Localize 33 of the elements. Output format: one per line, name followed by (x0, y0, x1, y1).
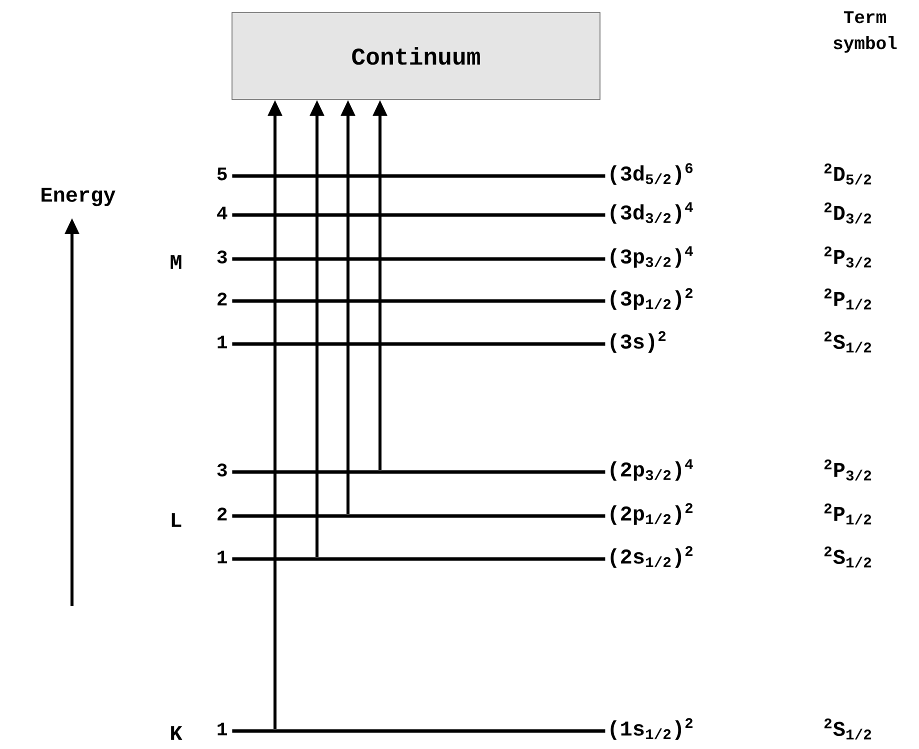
level-number: 1 (218, 336, 227, 348)
term-symbol: $^{2}$D$_{3/2}$ (824, 202, 872, 224)
electron-configuration: (3s)$^{2}$ (610, 331, 666, 353)
shell-letter: K (171, 726, 182, 740)
term-symbol: $^{2}$D$_{5/2}$ (824, 163, 872, 184)
electron-configuration: (2s$_{1/2}$)$^{2}$ (610, 546, 693, 568)
electron-configuration: (3p$_{1/2}$)$^{2}$ (610, 288, 693, 310)
electron-configuration: (3d$_{5/2}$)$^{6}$ (610, 163, 693, 185)
electron-configuration: (1s$_{1/2}$)$^{2}$ (610, 718, 693, 740)
axis-label: Energy (42, 188, 116, 206)
level-number: 3 (217, 464, 227, 476)
continuum-box: Continuum (232, 12, 600, 100)
term-symbol: $^{2}$P$_{1/2}$ (824, 503, 872, 524)
term-symbol: $^{2}$P$_{3/2}$ (824, 459, 872, 480)
level-number: 3 (217, 250, 227, 264)
term-symbol: $^{2}$S$_{1/2}$ (824, 331, 872, 352)
electron-configuration: (2p$_{3/2}$)$^{4}$ (610, 459, 693, 481)
level-number: 4 (217, 206, 228, 220)
electron-configuration: (3p$_{3/2}$)$^{4}$ (610, 246, 693, 268)
term-symbol: $^{2}$P$_{1/2}$ (824, 288, 872, 310)
term-symbol: $^{2}$S$_{1/2}$ (824, 546, 872, 568)
level-number: 2 (218, 508, 227, 520)
term-symbol: $^{2}$S$_{1/2}$ (824, 718, 872, 740)
electron-configuration: (3d$_{3/2}$)$^{4}$ (610, 202, 693, 224)
term-heading: Term symbol (834, 11, 897, 53)
shell-letter: M (170, 255, 182, 269)
level-number: 5 (217, 168, 227, 180)
level-number: 1 (218, 550, 227, 564)
level-number: 2 (218, 292, 227, 306)
shell-letter: L (172, 513, 182, 527)
electron-configuration: (2p$_{1/2}$)$^{2}$ (610, 503, 693, 525)
term-symbol: $^{2}$P$_{3/2}$ (824, 246, 872, 268)
level-number: 1 (218, 722, 227, 736)
